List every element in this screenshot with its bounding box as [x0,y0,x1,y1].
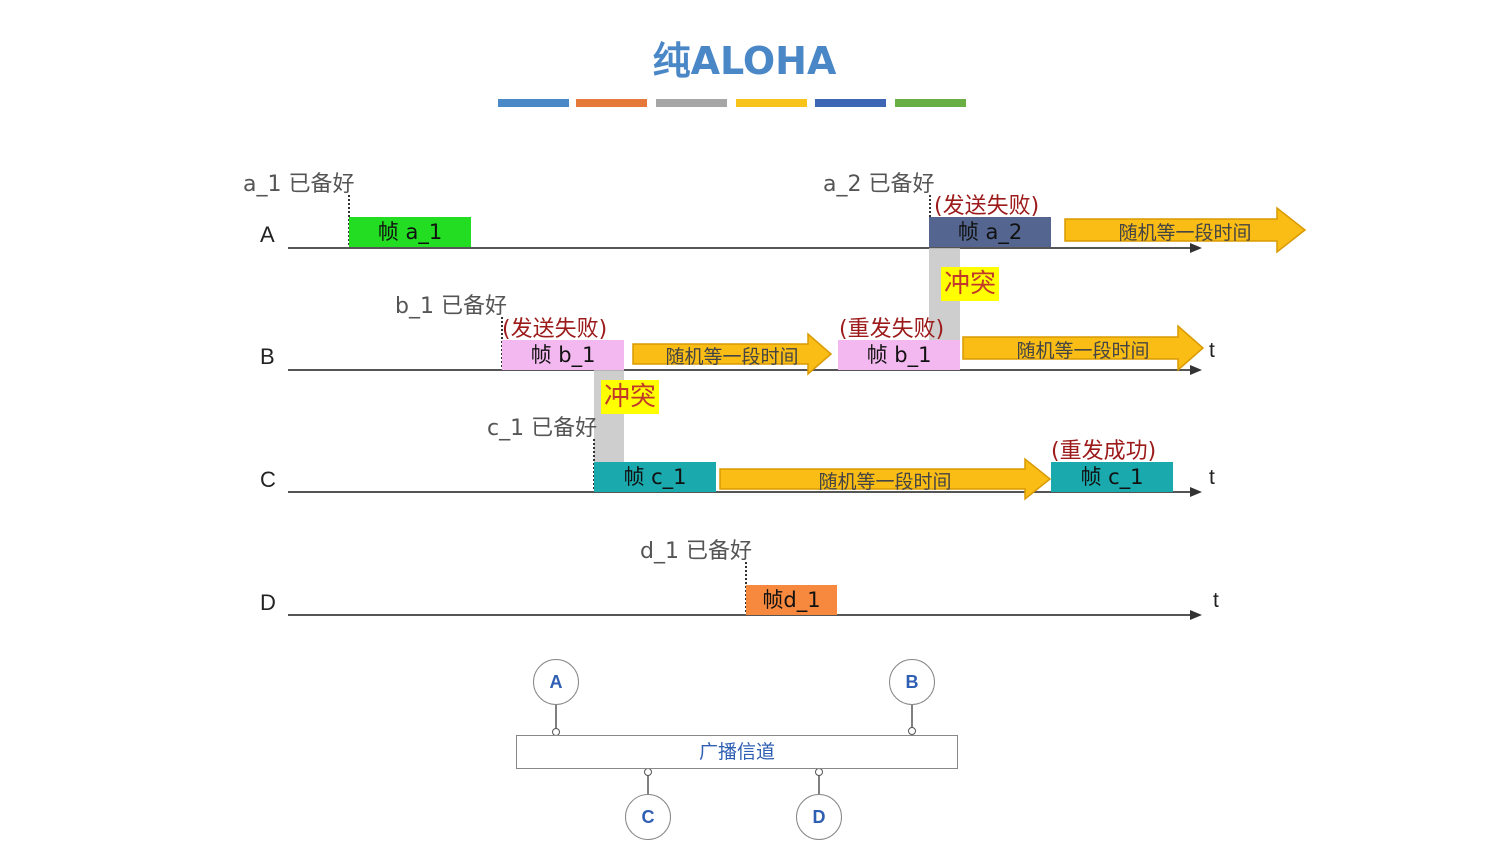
timeline-a [288,247,1192,249]
row-label-a: A [260,222,275,247]
frame-a1: 帧 a_1 [349,217,471,247]
timeline-b [288,369,1192,371]
wait-arrow-c-shape [719,457,1052,501]
ready-label-a2: a_2 已备好 [823,172,935,197]
wait-label-b1: 随机等一段时间 [665,346,799,368]
network-node-a: A [533,659,579,705]
wait-arrow-b1: 随机等一段时间 [632,332,833,376]
color-bar-darkblue [815,99,886,107]
timeline-d-arrow [1190,610,1202,620]
status-c1-retry-success: (重发成功) [1051,439,1157,464]
frame-b1-retry: 帧 b_1 [838,340,960,370]
ready-label-c1: c_1 已备好 [487,416,598,441]
frame-c1-retry: 帧 c_1 [1051,462,1173,492]
color-bar-orange [576,99,647,107]
timeline-d [288,614,1192,616]
broadcast-channel: 广播信道 [516,735,958,769]
wait-label-c: 随机等一段时间 [818,471,952,493]
row-label-d: D [260,590,276,615]
timeline-c-arrow [1190,487,1202,497]
wait-arrow-b2: 随机等一段时间 [962,324,1205,372]
collision-label-ab: 冲突 [941,267,1000,301]
network-node-b: B [889,659,935,705]
time-label-b: t [1209,339,1215,362]
page-title: 纯ALOHA [652,39,837,83]
wait-arrow-c: 随机等一段时间 [719,457,1052,501]
status-b1-retry-fail: (重发失败) [839,317,945,342]
status-a2-fail: (发送失败) [934,194,1040,219]
ready-label-d1: d_1 已备好 [640,539,752,564]
wait-label-a: 随机等一段时间 [1118,222,1252,244]
frame-b1: 帧 b_1 [502,340,624,370]
color-bar-gray [656,99,727,107]
wait-arrow-a: 随机等一段时间 [1064,206,1307,254]
frame-d1: 帧d_1 [746,585,837,615]
network-node-c: C [625,794,671,840]
wait-arrow-a-shape [1064,206,1307,254]
collision-label-bc: 冲突 [601,380,660,414]
timeline-a-arrow [1190,243,1202,253]
status-b1-fail: (发送失败) [502,317,608,342]
time-label-c: t [1209,466,1215,489]
frame-a2: 帧 a_2 [929,217,1051,247]
wait-label-b2: 随机等一段时间 [1016,340,1150,362]
ready-label-b1: b_1 已备好 [395,294,507,319]
color-bar-green [895,99,966,107]
wait-arrow-b1-shape [632,332,833,376]
timeline-c [288,491,1192,493]
row-label-b: B [260,344,275,369]
ready-label-a1: a_1 已备好 [243,172,355,197]
color-bar-yellow [736,99,807,107]
time-label-d: t [1213,589,1219,612]
row-label-c: C [260,467,276,492]
color-bar-blue [498,99,569,107]
network-node-d: D [796,794,842,840]
timeline-b-arrow [1190,365,1202,375]
wait-arrow-b2-shape [962,324,1205,372]
frame-c1: 帧 c_1 [594,462,716,492]
